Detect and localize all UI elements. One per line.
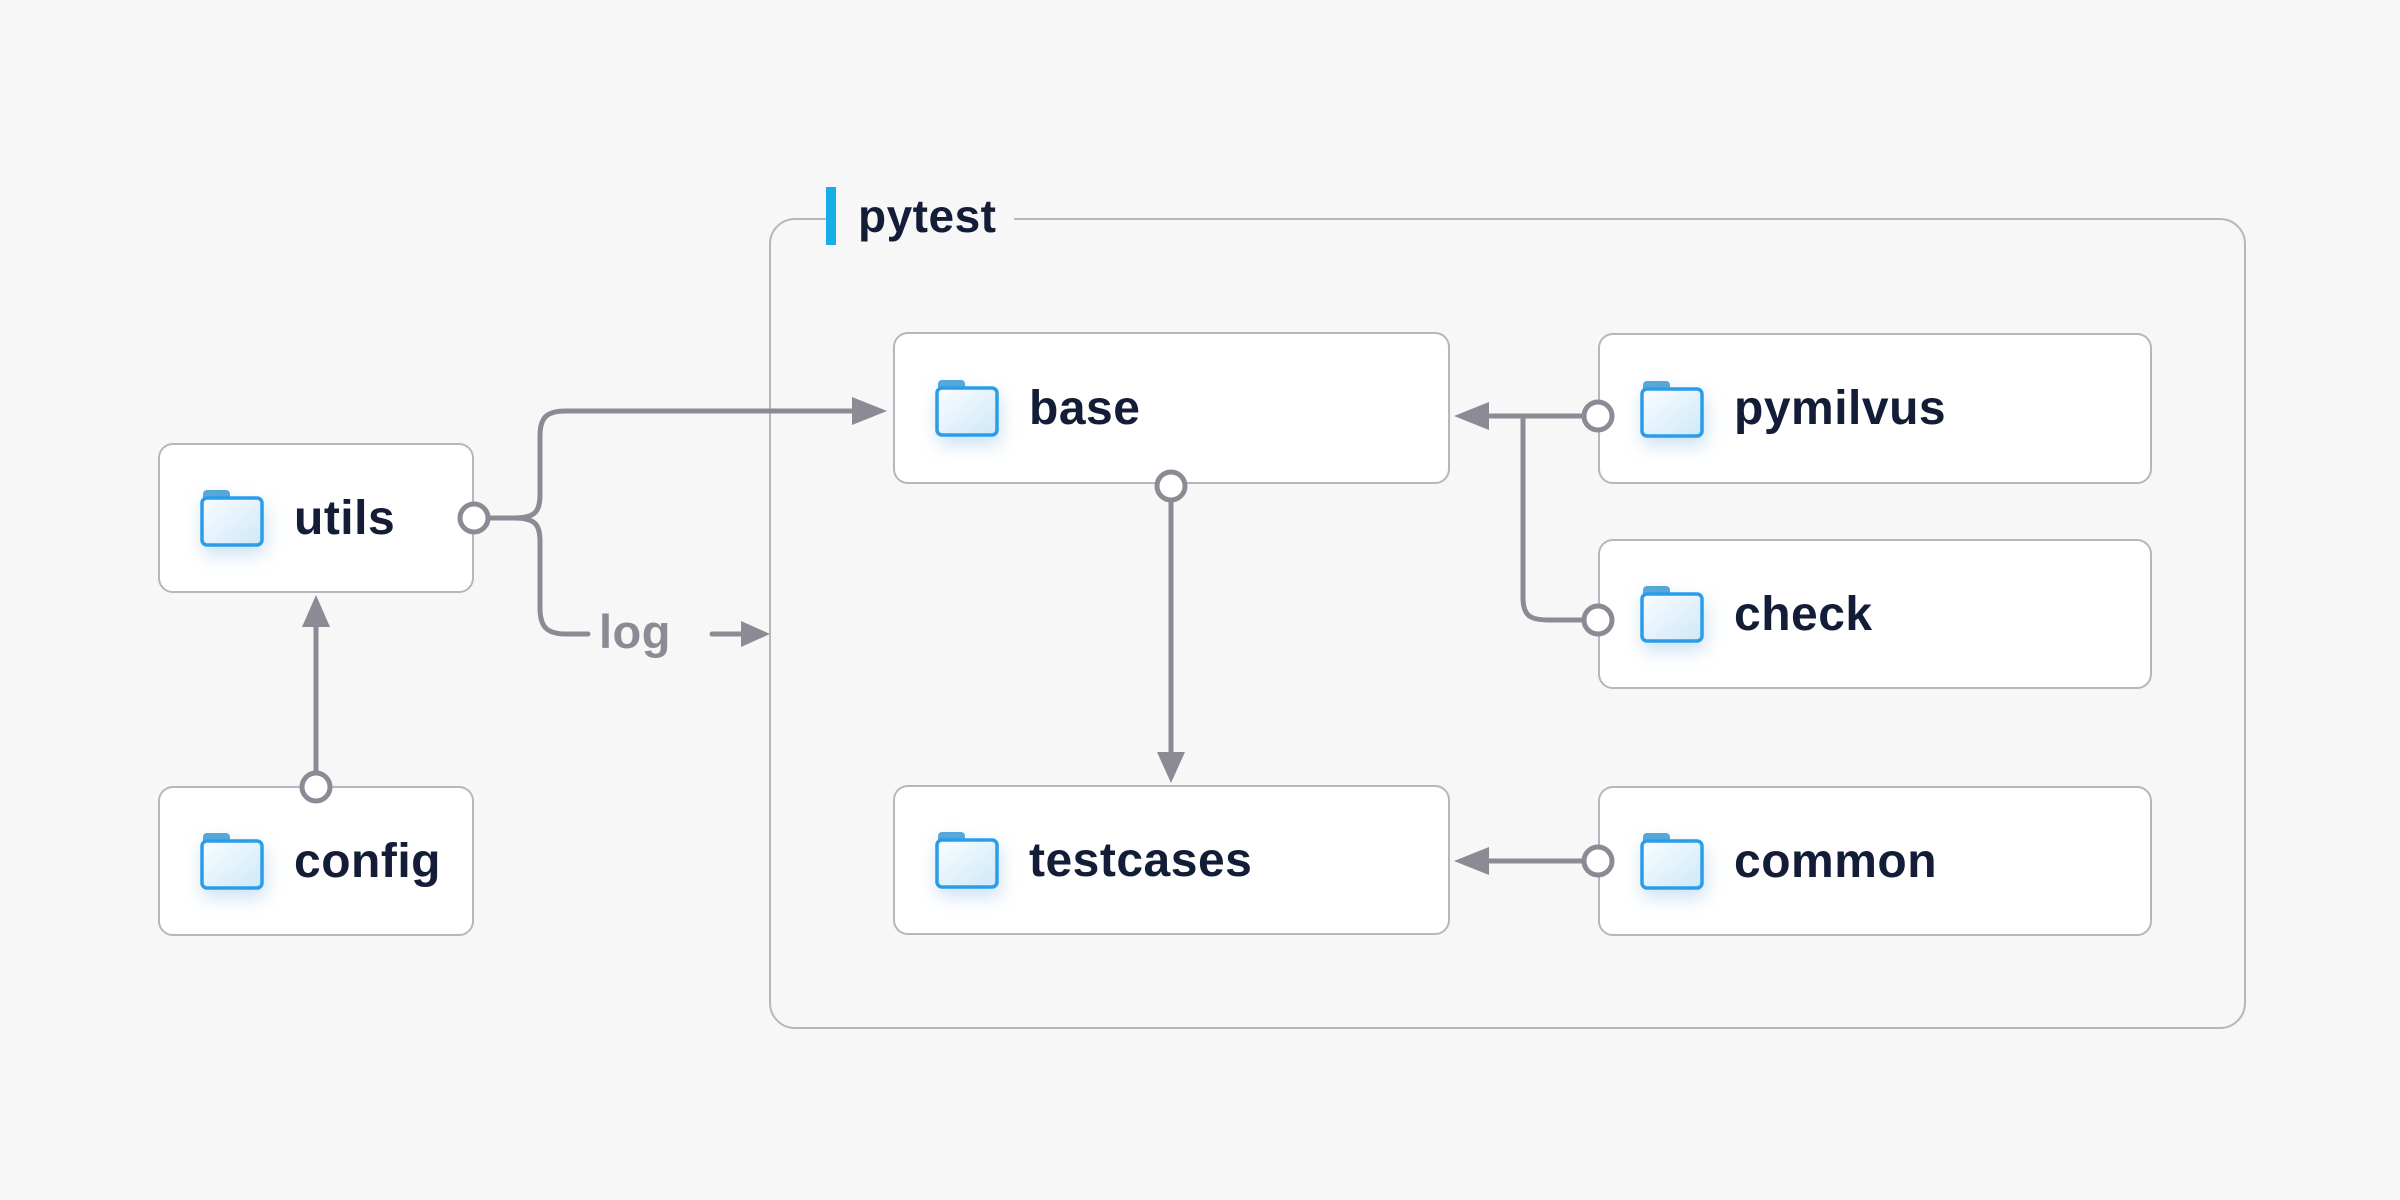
folder-icon — [200, 490, 264, 547]
folder-icon — [1640, 833, 1704, 890]
folder-icon — [1640, 586, 1704, 643]
node-common: common — [1598, 786, 2152, 936]
group-title: pytest — [858, 190, 997, 242]
node-config: config — [158, 786, 474, 936]
node-label: testcases — [1029, 833, 1253, 887]
node-utils: utils — [158, 443, 474, 593]
node-label: base — [1029, 381, 1141, 435]
node-label: config — [294, 834, 441, 888]
node-label: pymilvus — [1734, 382, 1947, 435]
node-check: check — [1598, 539, 2152, 689]
log-edge-label: log — [599, 605, 671, 658]
folder-icon — [935, 380, 999, 437]
node-label: check — [1734, 587, 1873, 641]
folder-icon — [1640, 380, 1704, 438]
node-base: base — [893, 332, 1450, 484]
accent-bar — [826, 187, 836, 245]
edge-config-utils — [299, 595, 333, 804]
folder-icon — [935, 832, 999, 889]
node-label: common — [1734, 834, 1938, 888]
node-testcases: testcases — [893, 785, 1450, 935]
pytest-group-container — [769, 218, 2246, 1029]
node-pymilvus: pymilvus — [1598, 333, 2152, 484]
pytest-group-label: pytest — [826, 185, 1015, 247]
folder-icon — [200, 833, 264, 890]
node-label: utils — [294, 491, 396, 545]
